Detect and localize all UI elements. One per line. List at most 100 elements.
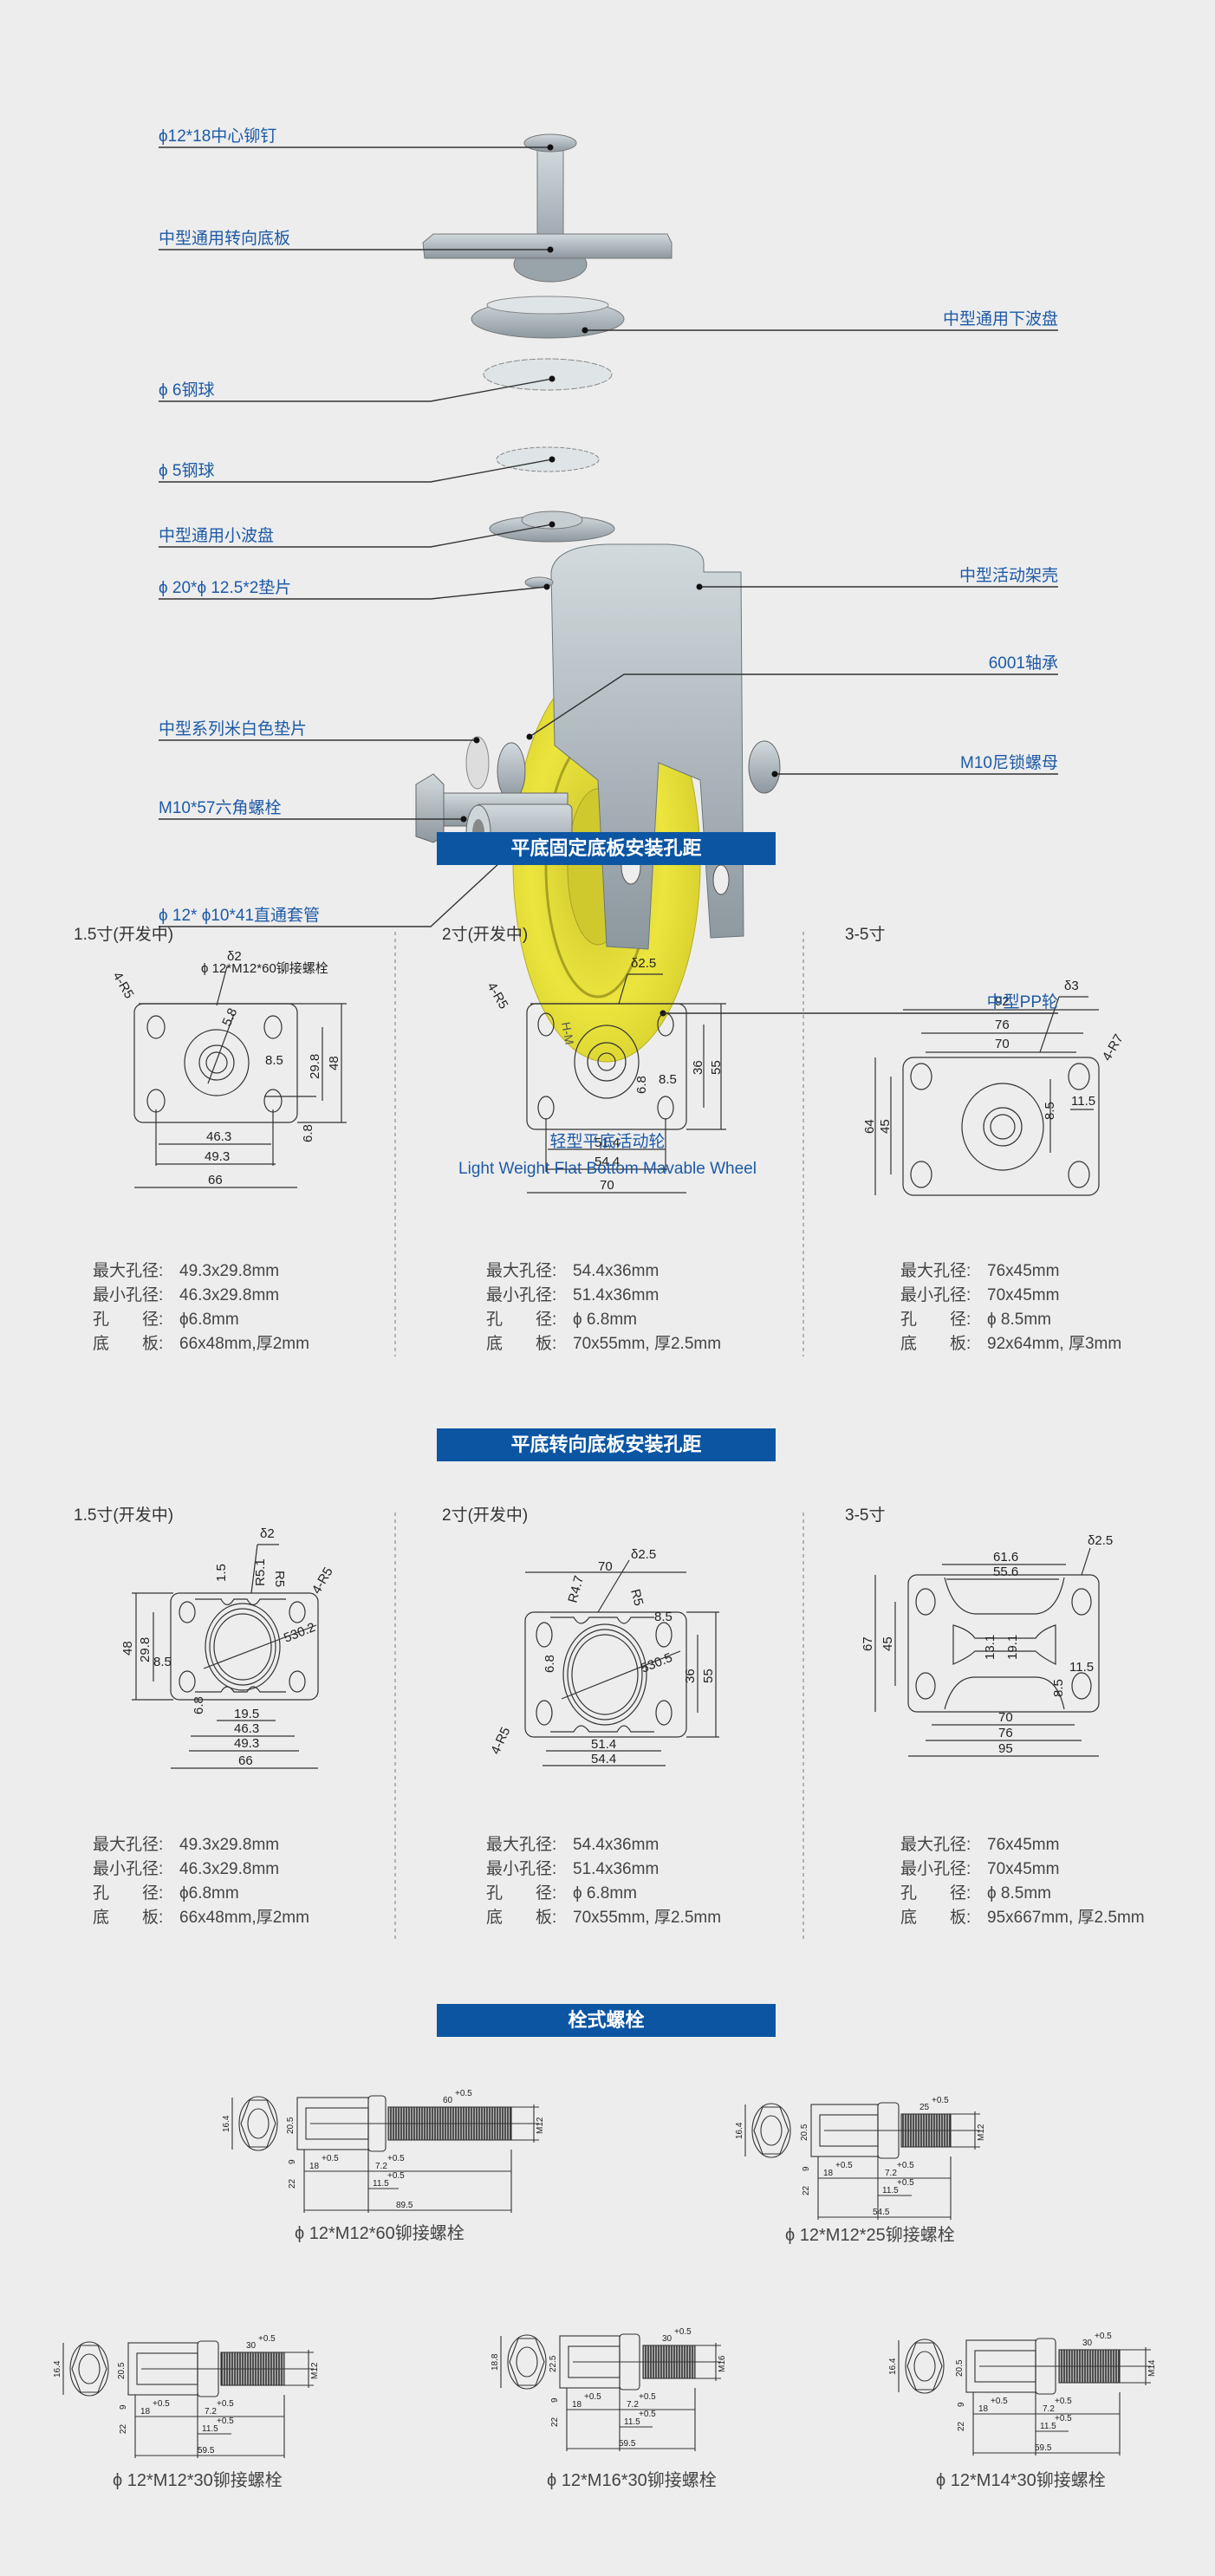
- bolt-dimension: 16.4: [222, 2115, 231, 2132]
- spec-value: 70x45mm: [987, 1286, 1060, 1304]
- spec-row: 底 板: 95x667mm, 厚2.5mm: [900, 1909, 1145, 1928]
- svg-text:70: 70: [998, 1710, 1013, 1725]
- svg-text:67: 67: [861, 1636, 875, 1651]
- bolt-dimension: 9: [119, 2404, 128, 2410]
- part-label-nylon-nut: M10尼锁螺母: [960, 754, 1058, 772]
- svg-text:δ3: δ3: [1064, 979, 1079, 993]
- spec-key: 最大孔径:: [900, 1262, 971, 1280]
- svg-text:δ2.5: δ2.5: [631, 1547, 656, 1562]
- spec-value: ϕ 6.8mm: [573, 1311, 637, 1329]
- spec-key: 孔 径:: [900, 1884, 971, 1903]
- spec-row: 最大孔径:54.4x36mm: [486, 1836, 659, 1855]
- spec-key: 底 板:: [900, 1335, 971, 1353]
- spec-row: 最大孔径:49.3x29.8mm: [93, 1836, 279, 1855]
- svg-text:δ2.5: δ2.5: [1088, 1533, 1113, 1548]
- bolt-dimension: +0.5: [387, 2154, 405, 2163]
- swivel-plate-3-5: δ2.5 61.6 55.6 67 45 13.1 19.1 11.5 8.5 …: [861, 1533, 1113, 1757]
- bolt-dimension: 18: [978, 2404, 989, 2414]
- bolt-dimension: M12: [977, 2124, 986, 2141]
- svg-text:530.2: 530.2: [282, 1620, 317, 1646]
- spec-value: 51.4x36mm: [573, 1286, 659, 1304]
- svg-text:29.8: 29.8: [308, 1054, 322, 1079]
- bolt-dimension: +0.5: [217, 2399, 234, 2409]
- svg-text:36: 36: [683, 1669, 698, 1683]
- part-label-white-washer: 中型系列米白色垫片: [159, 720, 308, 738]
- bolt-dimension: 30: [662, 2334, 672, 2344]
- svg-text:8.5: 8.5: [659, 1072, 677, 1087]
- spec-key: 最小孔径:: [900, 1860, 971, 1878]
- spec-row: 最大孔径:49.3x29.8mm: [93, 1262, 279, 1281]
- svg-text:45: 45: [880, 1636, 895, 1651]
- svg-text:6.8: 6.8: [634, 1076, 649, 1094]
- spec-row: 孔 径:ϕ6.8mm: [93, 1884, 239, 1903]
- bolt-dimension: 7.2: [885, 2169, 897, 2178]
- svg-text:55: 55: [709, 1060, 724, 1075]
- svg-text:66: 66: [238, 1753, 253, 1768]
- svg-text:46.3: 46.3: [206, 1129, 231, 1144]
- spec-value: 49.3x29.8mm: [179, 1836, 280, 1854]
- bolt-dimension: +0.5: [639, 2392, 656, 2402]
- column-title: 1.5寸(开发中): [74, 926, 174, 944]
- svg-text:54.4: 54.4: [595, 1155, 620, 1169]
- svg-text:4-R5: 4-R5: [484, 980, 511, 1012]
- bolt-dimension: 11.5: [1040, 2422, 1056, 2431]
- svg-text:70: 70: [600, 1178, 614, 1193]
- svg-text:8.5: 8.5: [153, 1655, 172, 1669]
- svg-text:92: 92: [995, 994, 1010, 1009]
- svg-text:δ2: δ2: [260, 1526, 275, 1541]
- bolt-dimension: +0.5: [1055, 2414, 1072, 2423]
- column-title: 3-5寸: [845, 1506, 886, 1525]
- part-label-steel-ball-6: ϕ 6钢球: [159, 381, 215, 400]
- svg-text:11.5: 11.5: [1069, 1660, 1094, 1675]
- svg-text:H-M: H-M: [559, 1021, 576, 1046]
- spec-row: 底 板:70x55mm, 厚2.5mm: [486, 1909, 721, 1928]
- bolt-dimension: 11.5: [202, 2424, 218, 2434]
- svg-text:13.1: 13.1: [983, 1635, 997, 1660]
- bolt-dimension: +0.5: [153, 2399, 170, 2409]
- svg-text:8.5: 8.5: [654, 1610, 672, 1624]
- spec-key: 孔 径:: [486, 1311, 557, 1329]
- svg-text:1.5: 1.5: [214, 1564, 229, 1582]
- spec-value: ϕ6.8mm: [179, 1884, 239, 1903]
- column-title: 3-5寸: [845, 926, 886, 944]
- spec-key: 最大孔径:: [486, 1262, 557, 1280]
- spec-value: 54.4x36mm: [573, 1836, 659, 1854]
- spec-key: 底 板:: [486, 1335, 557, 1353]
- svg-text:66: 66: [208, 1173, 223, 1187]
- bolt-dimension: 9: [288, 2159, 297, 2164]
- svg-text:8.5: 8.5: [265, 1053, 283, 1068]
- bolt-dimension: +0.5: [835, 2161, 853, 2170]
- svg-text:64: 64: [862, 1119, 877, 1134]
- bolt-dimension: M16: [718, 2355, 727, 2372]
- bolt-dimension: 22: [550, 2417, 560, 2427]
- bolt-dimension: 18: [140, 2407, 151, 2417]
- spec-key: 最小孔径:: [93, 1860, 164, 1878]
- svg-text:4-R7: 4-R7: [1100, 1031, 1127, 1064]
- svg-text:4-R5: 4-R5: [110, 970, 137, 1002]
- svg-text:61.6: 61.6: [993, 1550, 1018, 1564]
- spec-value: ϕ 8.5mm: [987, 1884, 1051, 1903]
- bolt-dimension: +0.5: [991, 2397, 1008, 2406]
- bolt-dimension: +0.5: [455, 2089, 472, 2098]
- svg-text:49.3: 49.3: [205, 1149, 230, 1164]
- bolt-caption: ϕ 12*M12*30铆接螺栓: [113, 2471, 283, 2490]
- svg-text:19.5: 19.5: [234, 1707, 259, 1721]
- part-label-steel-ball-5: ϕ 5钢球: [159, 462, 215, 480]
- svg-text:55: 55: [701, 1669, 716, 1683]
- fixed-plate-1-5: ϕ 12*M12*60铆接螺栓 δ2 4-R5 5.8 8.5 29.8 48 …: [110, 949, 347, 1188]
- svg-text:8.5: 8.5: [1043, 1102, 1057, 1120]
- svg-text:48: 48: [327, 1056, 341, 1070]
- spec-row: 最大孔径:76x45mm: [900, 1262, 1059, 1281]
- bolt-dimension: +0.5: [1095, 2332, 1112, 2341]
- spec-key: 底 板:: [900, 1909, 971, 1927]
- bolt-dimension: M12: [310, 2362, 320, 2379]
- svg-text:70: 70: [598, 1559, 613, 1574]
- svg-text:R5: R5: [627, 1588, 646, 1608]
- bolt-dimension: 20.5: [117, 2362, 127, 2379]
- spec-row: 孔 径: ϕ 8.5mm: [900, 1884, 1051, 1903]
- spec-value: 95x667mm, 厚2.5mm: [987, 1909, 1145, 1927]
- spec-key: 最大孔径:: [93, 1262, 164, 1280]
- spec-row: 孔 径:ϕ 8.5mm: [900, 1311, 1051, 1330]
